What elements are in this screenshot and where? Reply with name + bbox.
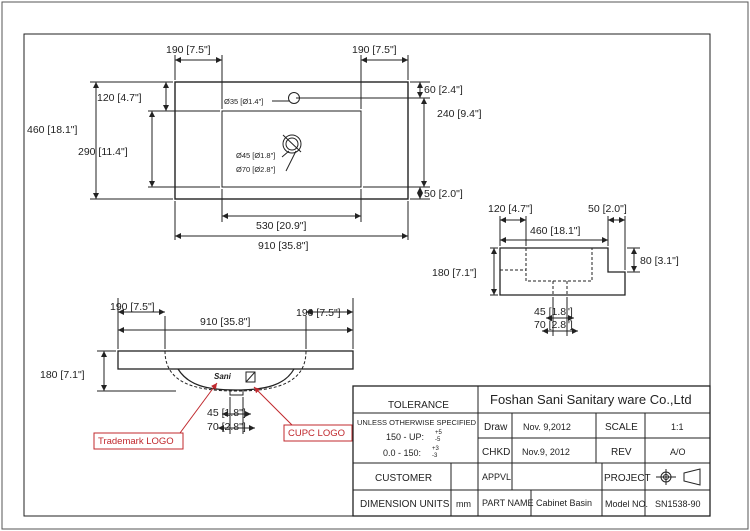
part-name-value: Cabinet Basin: [536, 498, 592, 508]
front-dim-drain-outer: 70 [2.8"]: [207, 421, 246, 433]
basin-outline: [174, 81, 409, 200]
trademark-logo-label: Trademark LOGO: [98, 436, 174, 447]
side-dim-left: 120 [4.7"]: [488, 203, 533, 215]
plan-dim-bowl-height: 240 [9.4"]: [437, 108, 482, 120]
dimension-units-label: DIMENSION UNITS: [360, 499, 450, 510]
plan-faucet-hole-label: Ø35 [Ø1.4"]: [224, 97, 263, 106]
model-label: Model NO.: [605, 499, 648, 509]
company-name: Foshan Sani Sanitary ware Co.,Ltd: [490, 392, 692, 407]
rev-value: A/O: [670, 447, 686, 457]
cupc-logo-box: [283, 424, 353, 442]
plan-view: [90, 55, 430, 240]
plan-dim-faucet-left: 190 [7.5"]: [166, 44, 211, 56]
tol-1-range: 150 - UP:: [386, 432, 424, 442]
plan-dim-bowl-width: 530 [20.9"]: [256, 220, 307, 232]
plan-drain-outer-label: Ø70 [Ø2.8"]: [236, 165, 275, 174]
front-bowl-hidden: [164, 350, 307, 392]
plan-dim-faucet-right: 190 [7.5"]: [352, 44, 397, 56]
bowl-outline: [221, 110, 362, 188]
plan-dim-hole-top: 60 [2.4"]: [424, 84, 463, 96]
tol-1-plus: +5: [435, 430, 443, 436]
side-dim-drain-outer: 70 [2.8"]: [534, 319, 573, 331]
front-dim-left: 190 [7.5"]: [110, 301, 155, 313]
plan-dim-bottom-margin: 50 [2.0"]: [424, 188, 463, 200]
title-block: [352, 385, 711, 517]
side-dim-depth: 460 [18.1"]: [530, 225, 581, 237]
front-view: [97, 298, 354, 434]
side-view: [490, 216, 640, 336]
draw-date: Nov. 9,2012: [523, 422, 571, 432]
front-top-slab: [117, 350, 354, 370]
draw-label: Draw: [484, 422, 508, 433]
tolerance-title: TOLERANCE: [388, 400, 449, 411]
drain-outer-circle: [282, 134, 302, 154]
side-dim-drain-inner: 45 [1.8"]: [534, 306, 573, 318]
appvl-label: APPVL: [482, 472, 511, 482]
dimension-units-value: mm: [456, 499, 471, 509]
plan-dim-total-width: 910 [35.8"]: [258, 240, 309, 252]
rev-label: REV: [611, 447, 632, 458]
tolerance-note: UNLESS OTHERWISE SPECIFIED: [357, 418, 477, 427]
front-dim-width: 910 [35.8"]: [200, 316, 251, 328]
cupc-logo-label: CUPC LOGO: [288, 428, 345, 439]
customer-label: CUSTOMER: [375, 473, 432, 484]
tol-2-minus: -3: [432, 453, 438, 459]
side-dim-right: 50 [2.0"]: [588, 203, 627, 215]
plan-dim-total-depth: 460 [18.1"]: [27, 124, 78, 136]
plan-dim-bowl-depth: 290 [11.4"]: [78, 146, 128, 158]
plan-dim-top-margin: 120 [4.7"]: [97, 92, 142, 104]
part-name-label: PART NAME: [482, 498, 534, 508]
trademark-logo-box: [93, 432, 184, 450]
front-dim-right: 190 [7.5"]: [296, 307, 341, 319]
tol-2-plus: +3: [432, 446, 440, 452]
side-bowl-hidden: [525, 248, 593, 282]
scale-label: SCALE: [605, 422, 638, 433]
trademark-logo-mark: Sani: [214, 372, 232, 381]
project-label: PROJECT: [604, 473, 651, 484]
chkd-label: CHKD: [482, 447, 510, 458]
tol-2-range: 0.0 - 150:: [383, 448, 421, 458]
side-dim-overflow: 80 [3.1"]: [640, 255, 679, 267]
side-body: [499, 247, 626, 296]
logo-callouts: [93, 382, 353, 450]
front-dim-drain-inner: 45 [1.8"]: [207, 407, 246, 419]
scale-value: 1:1: [671, 422, 684, 432]
chkd-date: Nov.9, 2012: [522, 447, 570, 457]
drain-inner-circle: [285, 137, 299, 151]
front-dim-height: 180 [7.1"]: [40, 369, 85, 381]
plan-drain-inner-label: Ø45 [Ø1.8"]: [236, 151, 275, 160]
tol-1-minus: -5: [435, 437, 441, 443]
cupc-logo-mark: [245, 371, 256, 383]
side-dim-height: 180 [7.1"]: [432, 267, 477, 279]
model-value: SN1538-90: [655, 499, 701, 509]
